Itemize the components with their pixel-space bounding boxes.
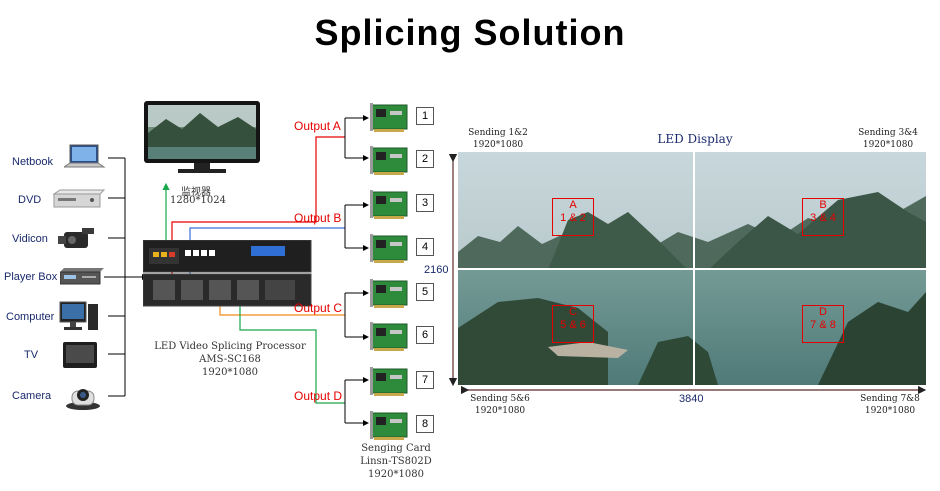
monitor-icon xyxy=(144,101,260,173)
sending-card-resolution: 1920*1080 xyxy=(368,469,424,480)
zone-c-cards: 5 & 6 xyxy=(560,319,586,331)
card-number-1: 1 xyxy=(416,107,434,125)
computer-icon xyxy=(59,301,98,330)
corner-7-8-resolution: 1920*1080 xyxy=(864,406,916,416)
sending-card-icon xyxy=(370,279,408,308)
splicing-processor-icon xyxy=(143,240,312,307)
zone-a: A 1 & 2 xyxy=(552,198,594,236)
card-number-6: 6 xyxy=(416,326,434,344)
sending-card-icon xyxy=(370,146,408,175)
sending-card-icon xyxy=(370,234,408,263)
card-number-7: 7 xyxy=(416,371,434,389)
display-width-label: 3840 xyxy=(679,393,704,405)
player-box-icon xyxy=(60,268,104,285)
sending-card-icon xyxy=(370,411,408,440)
zone-c-letter: C xyxy=(569,306,577,318)
led-display-title: LED Display xyxy=(657,132,733,146)
zone-d-letter: D xyxy=(819,306,827,318)
display-height-label: 2160 xyxy=(424,264,449,276)
source-label-player-box: Player Box xyxy=(4,271,58,283)
monitor-resolution: 1280*1024 xyxy=(170,195,226,206)
corner-label-3-4: Sending 3&4 1920*1080 xyxy=(856,127,920,151)
processor-model: AMS-SC168 xyxy=(199,354,261,365)
card-number-3: 3 xyxy=(416,194,434,212)
card-number-2: 2 xyxy=(416,150,434,168)
corner-label-7-8: Sending 7&8 1920*1080 xyxy=(858,393,922,417)
netbook-icon xyxy=(64,144,106,168)
monitor-label: 监视器 xyxy=(181,187,211,198)
sending-card-icon xyxy=(370,322,408,351)
output-c-label: Output C xyxy=(294,301,343,315)
zone-b-letter: B xyxy=(819,199,827,211)
led-display-panel: A 1 & 2 B 3 & 4 C 5 & 6 D 7 & 8 xyxy=(458,152,926,385)
zone-a-cards: 1 & 2 xyxy=(560,212,586,224)
sending-card-icon xyxy=(370,190,408,219)
source-label-dvd: DVD xyxy=(18,194,42,206)
tv-icon xyxy=(63,342,97,368)
zone-b-cards: 3 & 4 xyxy=(810,212,836,224)
source-label-camera: Camera xyxy=(12,390,52,402)
corner-3-4-resolution: 1920*1080 xyxy=(862,140,914,150)
sending-card-model: Linsn-TS802D xyxy=(360,456,432,467)
processor-name: LED Video Splicing Processor xyxy=(154,341,306,352)
zone-d-cards: 7 & 8 xyxy=(810,319,836,331)
source-label-netbook: Netbook xyxy=(12,156,53,168)
corner-7-8-name: Sending 7&8 xyxy=(860,394,920,404)
sending-card-icon xyxy=(370,367,408,396)
zone-c: C 5 & 6 xyxy=(552,305,594,343)
card-number-5: 5 xyxy=(416,283,434,301)
corner-5-6-name: Sending 5&6 xyxy=(470,394,530,404)
output-d-label: Output D xyxy=(294,389,343,403)
output-b-label: Output B xyxy=(294,211,342,225)
dvd-player-icon xyxy=(52,189,106,208)
sending-card-icon xyxy=(370,103,408,132)
source-label-computer: Computer xyxy=(6,311,55,323)
page-title: Splicing Solution xyxy=(314,12,626,53)
corner-label-1-2: Sending 1&2 1920*1080 xyxy=(466,127,530,151)
sending-card-name: Senging Card xyxy=(361,443,431,454)
conference-camera-icon xyxy=(66,389,100,410)
corner-1-2-name: Sending 1&2 xyxy=(468,128,528,138)
source-label-vidicon: Vidicon xyxy=(12,233,48,245)
corner-1-2-resolution: 1920*1080 xyxy=(472,140,524,150)
source-label-tv: TV xyxy=(24,349,39,361)
processor-resolution: 1920*1080 xyxy=(202,367,258,378)
video-camera-icon xyxy=(58,228,94,248)
source-bus-lines xyxy=(104,157,148,397)
corner-label-5-6: Sending 5&6 1920*1080 xyxy=(468,393,532,417)
corner-5-6-resolution: 1920*1080 xyxy=(474,406,526,416)
zone-b: B 3 & 4 xyxy=(802,198,844,236)
zone-d: D 7 & 8 xyxy=(802,305,844,343)
corner-3-4-name: Sending 3&4 xyxy=(858,128,918,138)
card-number-8: 8 xyxy=(416,415,434,433)
landscape-image xyxy=(458,152,926,385)
zone-a-letter: A xyxy=(569,199,577,211)
card-number-4: 4 xyxy=(416,238,434,256)
output-a-label: Output A xyxy=(294,119,341,133)
